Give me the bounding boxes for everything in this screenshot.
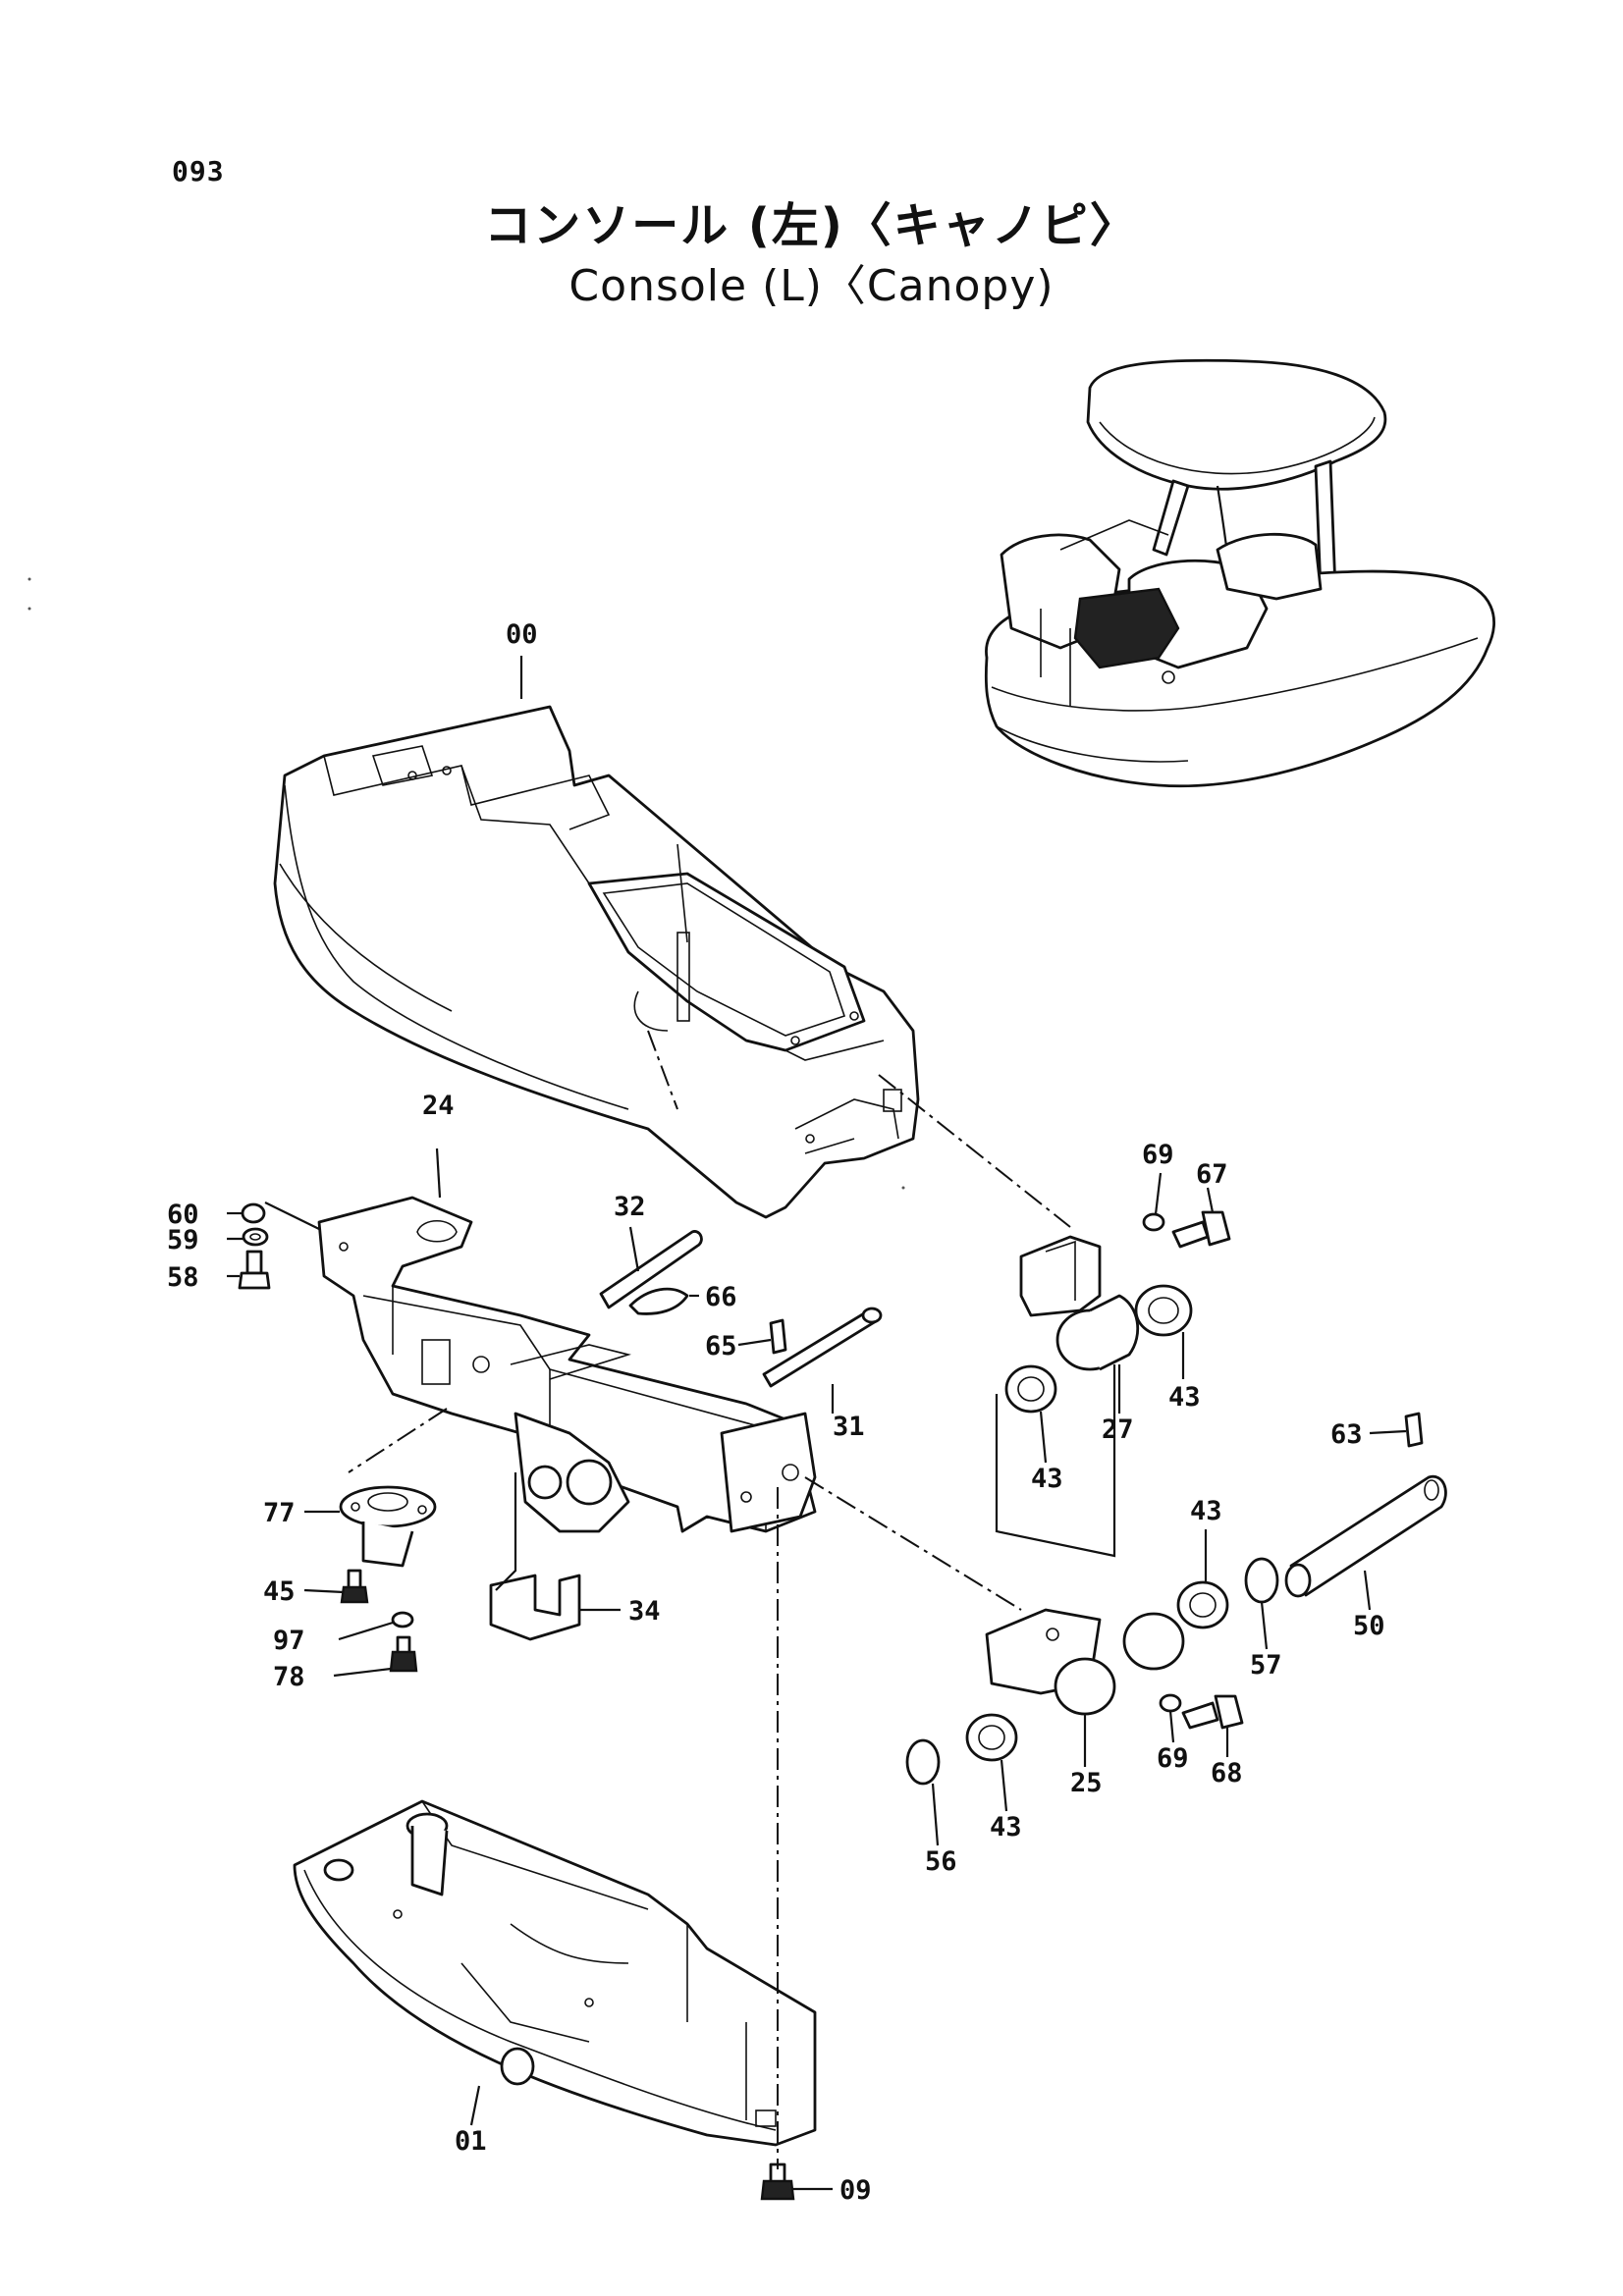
bolt-78 [389,1635,418,1673]
clip-69b [1159,1693,1182,1713]
clip-69a [1142,1212,1165,1232]
bracket-27 [1019,1235,1139,1371]
pin-65 [769,1318,787,1355]
bolt-58 [238,1250,271,1290]
console-frame-bracket [317,1196,817,1533]
callout-63: 63 [1330,1419,1363,1450]
callout-31: 31 [833,1412,865,1442]
callout-60: 60 [167,1200,199,1230]
leader-lines [227,656,1407,2191]
pin-63 [1404,1412,1424,1448]
bushing-43d [965,1713,1018,1762]
washer-97 [391,1611,414,1629]
callout-67: 67 [1196,1159,1228,1190]
washer-59 [242,1227,269,1247]
pivot-77 [339,1485,437,1568]
page-title-japanese: コンソール (左)〈キャノピ〉 [484,198,1139,253]
console-upper-cover [273,705,920,1219]
callout-34: 34 [628,1596,661,1627]
callout-43-right: 43 [1190,1496,1222,1526]
centerline-frame-to-bracket25 [804,1476,1022,1611]
bolt-09 [760,2163,795,2201]
callout-57: 57 [1250,1650,1282,1681]
callout-78: 78 [273,1662,305,1692]
page-title-english: Console (L)〈Canopy) [568,261,1055,311]
callout-43-upper-right: 43 [1168,1382,1201,1413]
callout-25: 25 [1070,1768,1103,1798]
callout-43-upper-left: 43 [1031,1464,1063,1494]
callout-labels: 00 24 60 59 58 32 66 65 31 69 67 43 27 4… [167,619,1385,2206]
washer-60 [241,1202,266,1224]
callout-59: 59 [167,1225,199,1255]
callout-66: 66 [705,1282,737,1312]
callout-09: 09 [839,2175,872,2206]
bushing-43a [1134,1284,1193,1337]
callout-24: 24 [422,1091,455,1121]
callout-32: 32 [614,1192,646,1222]
ring-57 [1244,1557,1279,1604]
callout-69-bottom: 69 [1157,1743,1189,1774]
centerline-frame-to-pivot [348,1408,448,1473]
pin-50 [1284,1474,1447,1598]
bolt-45 [340,1569,369,1604]
callout-65: 65 [705,1331,737,1362]
plate-34 [489,1574,581,1641]
callout-27: 27 [1102,1415,1134,1445]
page-number: 093 [172,155,225,187]
callout-58: 58 [167,1262,199,1293]
callout-01: 01 [455,2126,487,2157]
centerline-console-to-bracket27 [878,1074,1071,1228]
console-lower-cover [293,1799,817,2147]
clip-66 [628,1287,689,1315]
bolt-67 [1171,1210,1231,1249]
bolt-68 [1181,1694,1244,1730]
callout-00: 00 [506,619,538,650]
machine-overview [984,358,1495,788]
callout-45: 45 [263,1576,296,1607]
centerline-console-interior [647,1030,678,1110]
bushing-43b [1004,1364,1057,1414]
callout-77: 77 [263,1498,296,1528]
ring-56 [905,1738,941,1786]
callout-56: 56 [925,1846,957,1877]
callout-68: 68 [1211,1758,1243,1789]
pin-31 [762,1307,883,1388]
pin-32 [599,1230,703,1309]
callout-43-bottom: 43 [990,1812,1022,1842]
callout-97: 97 [273,1626,305,1656]
callout-50: 50 [1353,1611,1385,1641]
callout-69-top: 69 [1142,1140,1174,1170]
bracket-25 [985,1608,1185,1716]
bushing-43c [1176,1580,1229,1629]
